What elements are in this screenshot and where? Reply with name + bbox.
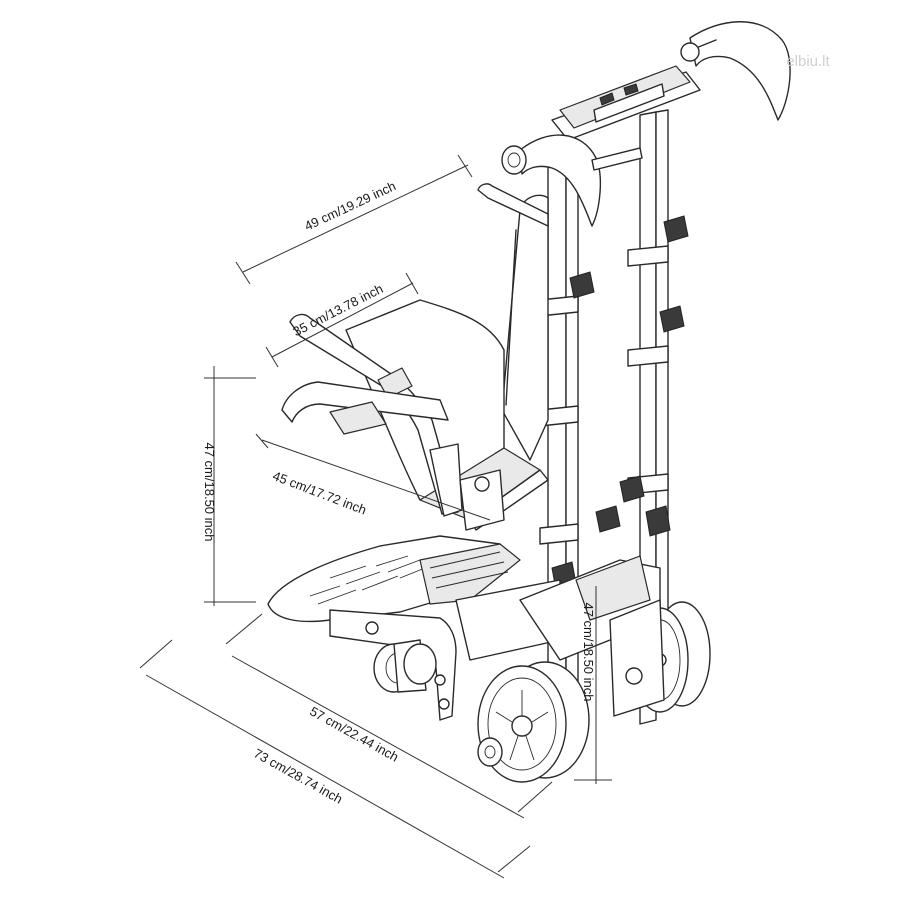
dim-label-rear-height: 47 cm/18.50 inch bbox=[581, 602, 596, 701]
dim-label-seat-width: 45 cm/17.72 inch bbox=[271, 468, 369, 517]
front-caster bbox=[373, 639, 437, 693]
footrest bbox=[267, 535, 521, 623]
dim-label-width-top: 49 cm/19.29 inch bbox=[302, 178, 398, 233]
stair-chair-illustration bbox=[267, 21, 791, 783]
top-handle bbox=[501, 21, 791, 227]
armrest-tube bbox=[281, 313, 505, 531]
dimension-lines bbox=[139, 154, 612, 879]
dim-label-base-depth: 57 cm/22.44 inch bbox=[307, 704, 401, 765]
dim-label-total-length: 73 cm/28.74 inch bbox=[251, 746, 345, 807]
dim-label-seat-height: 47 cm/18.50 inch bbox=[202, 442, 217, 541]
watermark: elbiu.lt bbox=[786, 53, 830, 70]
rear-wheels bbox=[609, 599, 711, 717]
backrest bbox=[477, 147, 643, 461]
front-wheels bbox=[477, 661, 590, 783]
lower-bracket bbox=[329, 555, 661, 721]
